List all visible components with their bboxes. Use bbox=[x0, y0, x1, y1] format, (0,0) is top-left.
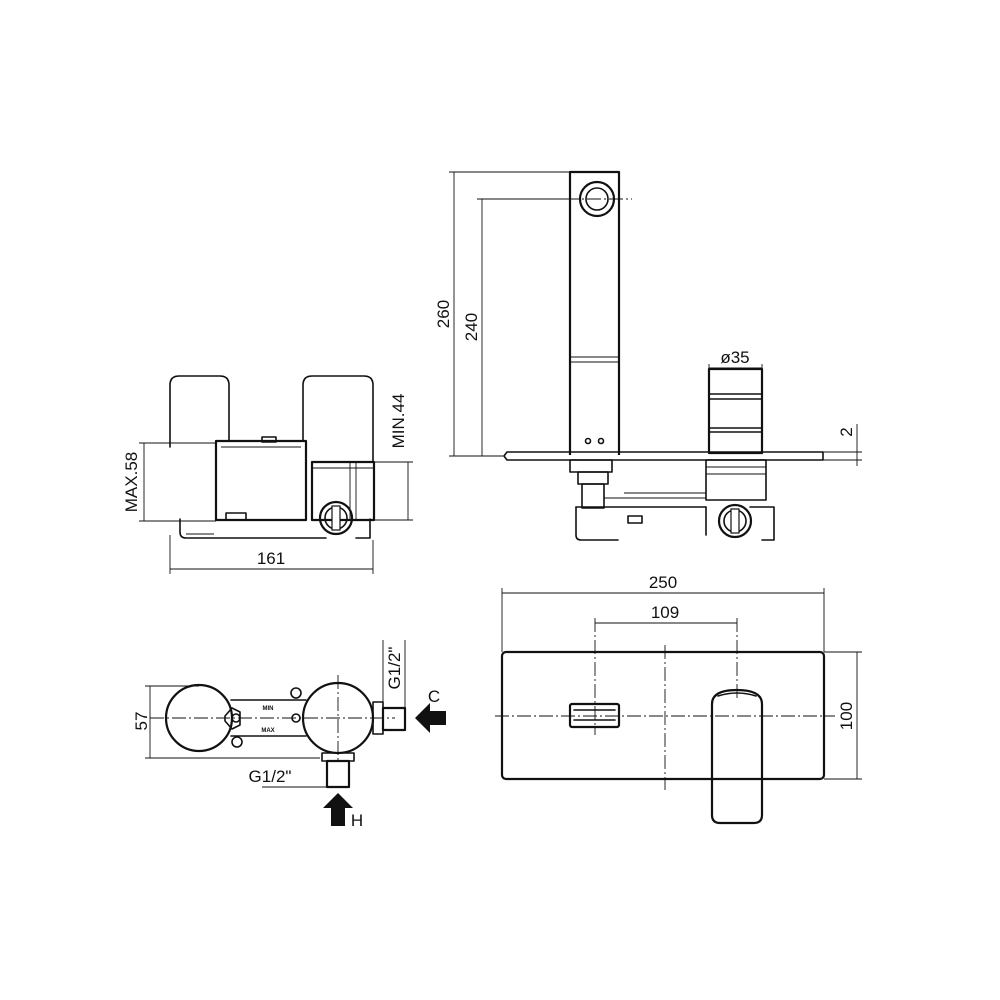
plate-height-label: 100 bbox=[837, 702, 856, 730]
central-body bbox=[214, 439, 308, 522]
axis-spacing-label: 109 bbox=[651, 603, 679, 622]
round-fitting bbox=[318, 500, 354, 536]
cold-connector bbox=[381, 706, 407, 732]
cold-thread-label: G1/2" bbox=[385, 647, 404, 690]
spout-tower bbox=[568, 170, 621, 455]
fitting-block bbox=[310, 460, 376, 522]
handle-body bbox=[705, 459, 767, 501]
box-top-view: MIN MAX 57 G1/2" G1/2" C H bbox=[132, 640, 446, 830]
left-tower bbox=[169, 375, 230, 448]
handle-diameter-label: ø35 bbox=[720, 348, 749, 367]
front-view: 250 109 100 bbox=[495, 573, 862, 825]
wall-plate-side bbox=[503, 451, 824, 461]
max-mark: MAX bbox=[261, 728, 274, 734]
spout-front bbox=[568, 702, 621, 729]
cold-inlet-label: C bbox=[428, 687, 440, 706]
hot-connector bbox=[325, 759, 351, 789]
plate-width-label: 250 bbox=[649, 573, 677, 592]
max-depth-label: MAX.58 bbox=[122, 452, 141, 512]
handle-side bbox=[707, 367, 764, 455]
hot-inlet-arrow bbox=[323, 793, 353, 826]
height-total-label: 260 bbox=[434, 300, 453, 328]
handle-lever-front bbox=[710, 688, 764, 825]
base-plate bbox=[179, 518, 371, 539]
plate-thickness-label: 2 bbox=[837, 427, 856, 436]
box-side-view: MAX.58 MIN.44 161 bbox=[122, 375, 413, 574]
hot-inlet-label: H bbox=[351, 811, 363, 830]
min-mark: MIN bbox=[263, 706, 274, 712]
mixer-side-view: 260 240 ø35 2 bbox=[434, 170, 862, 541]
right-tower bbox=[302, 375, 374, 463]
min-depth-label: MIN.44 bbox=[389, 394, 408, 449]
valve-body-side bbox=[575, 506, 775, 541]
body-depth-label: 57 bbox=[132, 712, 151, 731]
box-width-label: 161 bbox=[257, 549, 285, 568]
cold-inlet-arrow bbox=[415, 703, 446, 733]
hot-thread-label: G1/2" bbox=[249, 767, 292, 786]
center-plate-top bbox=[230, 699, 307, 737]
height-spout-label: 240 bbox=[462, 313, 481, 341]
wall-plate-front bbox=[500, 650, 826, 781]
